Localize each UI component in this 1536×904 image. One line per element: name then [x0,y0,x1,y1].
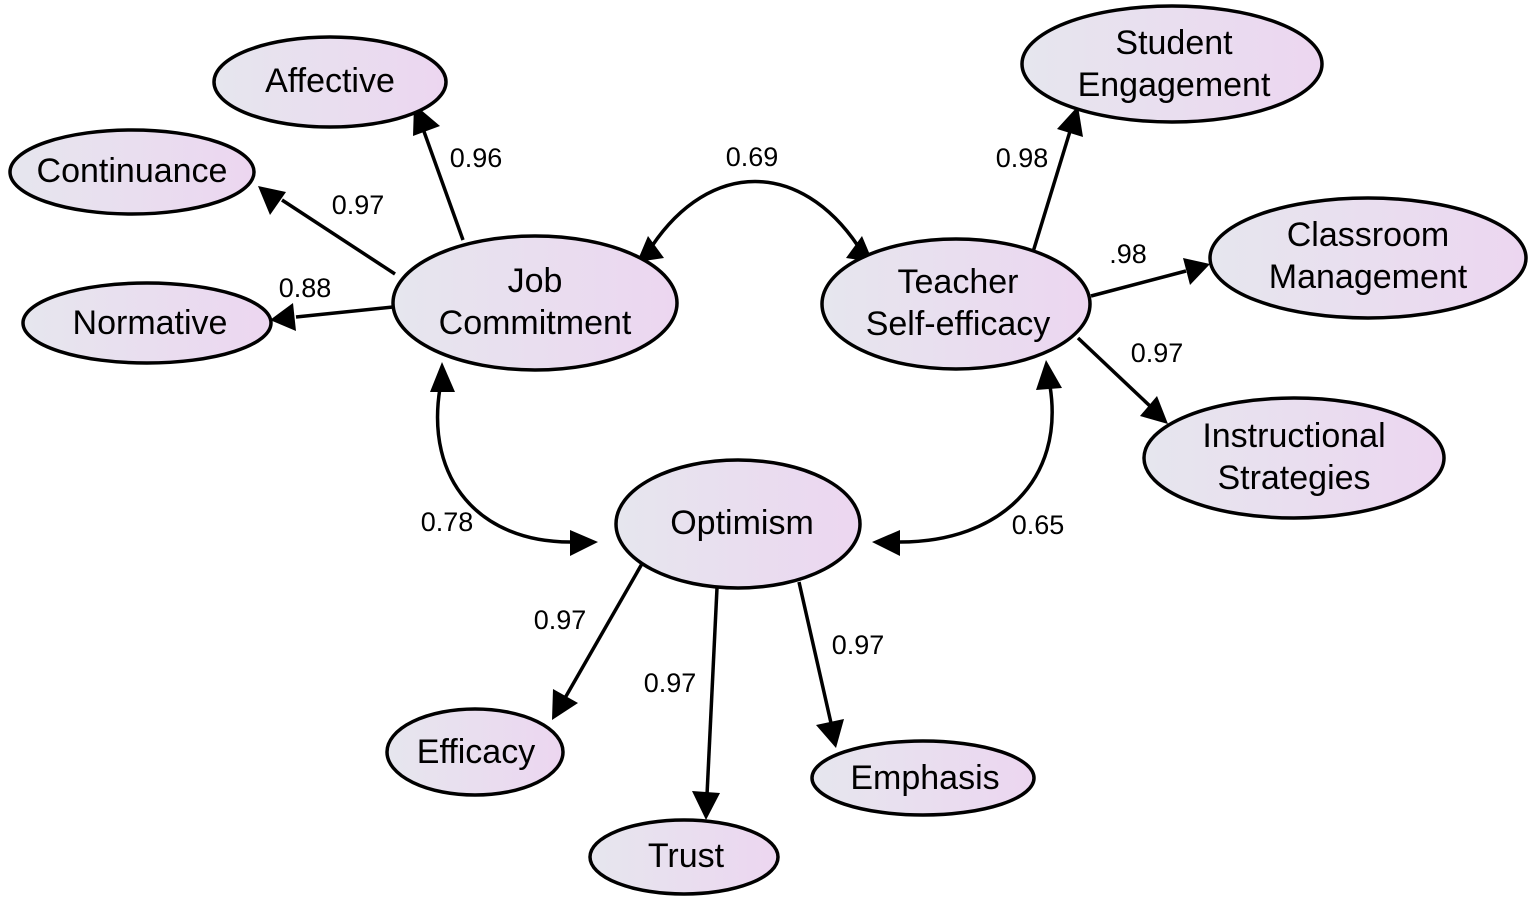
node-label-line: Self-efficacy [866,305,1051,343]
node-efficacy: Efficacy [385,707,565,797]
node-label-line: Student [1115,24,1233,62]
coef-efficacy: 0.97 [534,605,587,635]
arrowhead [258,186,286,215]
node-label-line: Trust [648,837,725,875]
coef-instructional-strategies: 0.97 [1131,338,1184,368]
arrowhead [692,791,720,820]
node-classroom-management: Classroom Management [1208,196,1528,320]
coef-affective: 0.96 [450,143,503,173]
arrowhead [872,530,900,556]
coef-corr-jc-tse: 0.69 [726,142,779,172]
node-student-engagement: Student Engagement [1020,4,1324,124]
arrowhead [570,530,598,556]
correlation-job-commitment-optimism [430,362,598,556]
coef-trust: 0.97 [644,668,697,698]
arrowhead [1183,258,1210,285]
node-label-line: Engagement [1078,66,1271,104]
arrowhead [1140,396,1168,424]
arrowhead [430,362,455,392]
node-label-line: Strategies [1217,459,1370,497]
node-label-line: Management [1269,258,1468,296]
edge-optimism-emphasis [797,581,844,748]
correlation-job-commitment-teacher-self-efficacy [637,179,873,262]
coef-corr-jc-optimism: 0.78 [421,507,474,537]
node-optimism: Optimism [614,458,862,590]
node-label-line: Instructional [1202,417,1385,455]
coef-classroom-management: .98 [1109,239,1147,269]
node-job-commitment: Job Commitment [391,234,679,372]
coef-emphasis: 0.97 [832,630,885,660]
node-label-line: Emphasis [850,759,999,797]
node-trust: Trust [588,818,780,896]
arrowhead [637,236,664,262]
correlation-teacher-self-efficacy-optimism [872,360,1062,556]
coef-corr-tse-optimism: 0.65 [1012,510,1065,540]
coef-normative: 0.88 [279,273,332,303]
arrowhead [270,303,296,331]
edge-job-commitment-normative [270,303,394,331]
node-label-line: Normative [73,304,228,342]
node-teacher-self-efficacy: Teacher Self-efficacy [820,237,1092,371]
node-label-line: Commitment [439,304,632,342]
arrowhead [552,689,578,720]
node-label-line: Teacher [898,263,1019,301]
edge-teacher-self-efficacy-classroom-management [1090,258,1210,298]
edge-teacher-self-efficacy-instructional-strategies [1076,336,1168,424]
node-label-line: Continuance [37,152,228,190]
coef-continuance: 0.97 [332,190,385,220]
node-label-line: Job [508,262,563,300]
edge-teacher-self-efficacy-student-engagement [1031,106,1083,253]
arrowhead [1036,360,1062,390]
edge-optimism-efficacy [552,561,645,720]
node-affective: Affective [212,35,448,129]
edge-job-commitment-continuance [258,186,396,276]
node-instructional-strategies: Instructional Strategies [1142,396,1446,520]
arrowhead [816,719,844,748]
node-emphasis: Emphasis [810,739,1036,817]
edge-optimism-trust [692,587,720,820]
node-continuance: Continuance [8,128,256,216]
arrowhead [1057,106,1083,137]
node-label-line: Classroom [1287,216,1449,254]
node-label-line: Optimism [670,504,814,542]
node-normative: Normative [21,281,273,365]
node-label-line: Efficacy [417,733,535,771]
node-label-line: Affective [265,62,395,100]
coef-student-engagement: 0.98 [996,143,1049,173]
